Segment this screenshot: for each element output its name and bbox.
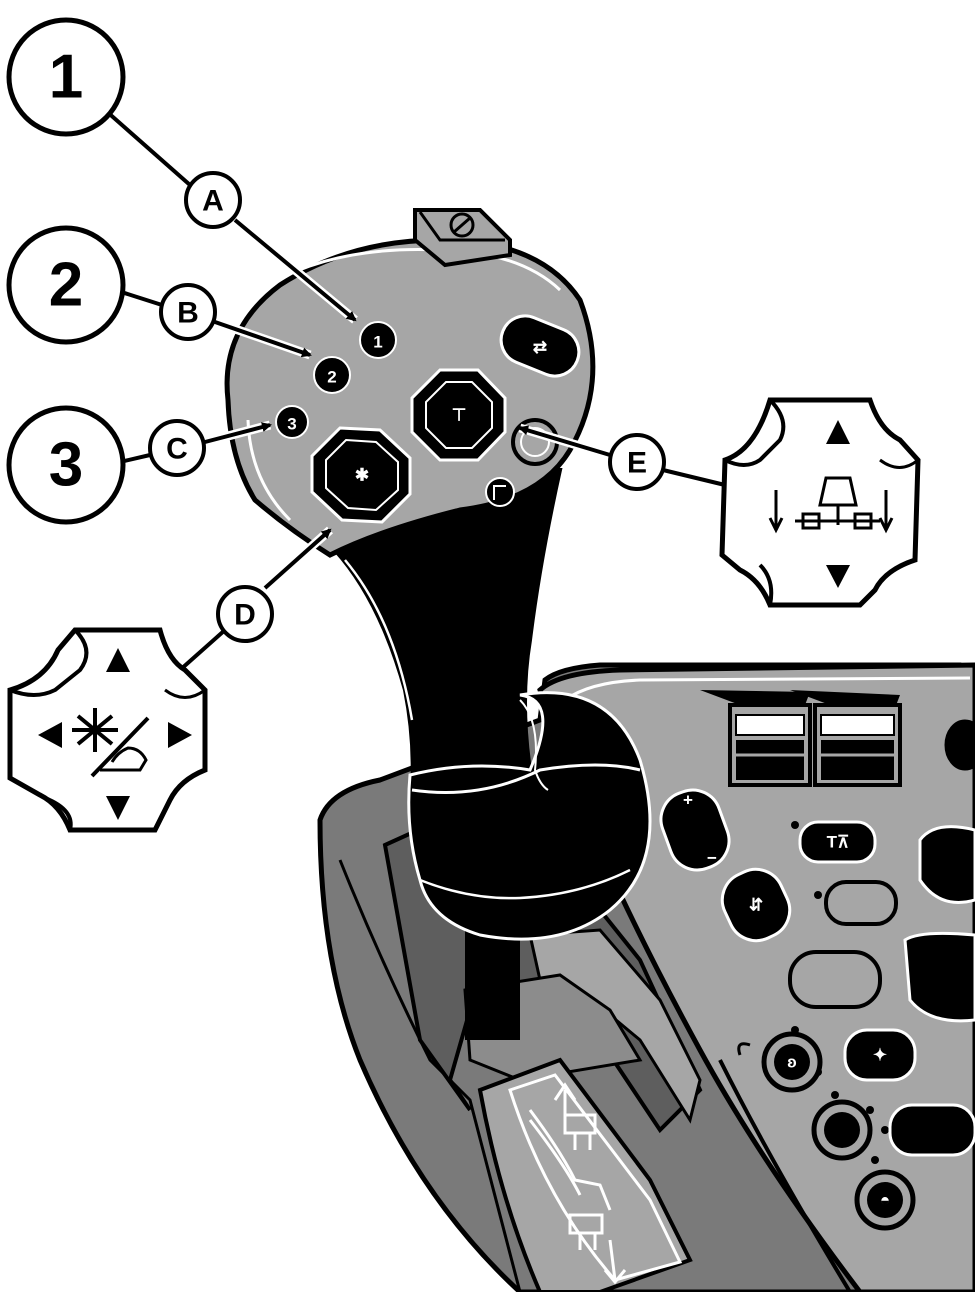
joystick-button-1[interactable]: 1 xyxy=(359,321,397,359)
callout-1: 1 xyxy=(6,17,126,137)
svg-text:1: 1 xyxy=(49,43,83,112)
turtle-button[interactable]: ◓ xyxy=(854,1169,916,1231)
callout-3: 3 xyxy=(6,405,126,525)
svg-text:⇵: ⇵ xyxy=(749,896,763,915)
callout-2: 2 xyxy=(6,225,126,345)
joystick-oval-button[interactable]: ⇄ xyxy=(494,309,586,383)
raise-lower-rate-button[interactable]: + − xyxy=(653,782,737,878)
blank-oval-button-2[interactable] xyxy=(788,950,882,1009)
medium-speed-button-2[interactable] xyxy=(888,1103,975,1157)
implement-raise-lower-icon-detail xyxy=(72,708,150,778)
svg-text:⇄: ⇄ xyxy=(533,338,547,357)
tractor-hitch-icon-detail xyxy=(768,476,894,534)
joystick-top-cap xyxy=(413,208,512,268)
joystick-head: 1 2 3 ⇄ ⊤ ✱ xyxy=(224,208,596,558)
rabbit-button[interactable]: ʚ xyxy=(761,1031,823,1093)
rabbit-icon: ʚ xyxy=(787,1053,797,1072)
svg-text:E: E xyxy=(627,447,647,480)
medium-speed-button[interactable] xyxy=(811,1099,873,1161)
svg-text:B: B xyxy=(177,297,199,330)
callout-A: A xyxy=(184,171,242,229)
hitch-mode-button[interactable]: ⇵ xyxy=(713,860,799,950)
svg-text:3: 3 xyxy=(49,431,83,500)
svg-text:2: 2 xyxy=(49,251,83,320)
rocker-switch-right[interactable] xyxy=(790,690,902,787)
tractor-hitch-button[interactable] xyxy=(798,820,877,864)
gate-decal xyxy=(528,1082,627,1285)
rocker-switch-left[interactable] xyxy=(700,690,812,787)
joystick-button-3[interactable]: 3 xyxy=(275,405,309,439)
tractor-hitch-icon: T⊼ xyxy=(827,833,850,852)
detail-knob-E xyxy=(719,397,921,608)
svg-text:✦: ✦ xyxy=(873,1046,887,1065)
svg-text:A: A xyxy=(202,185,224,218)
joystick-round-button[interactable] xyxy=(511,418,559,466)
detail-knob-D xyxy=(7,627,208,833)
callout-E: E xyxy=(608,433,666,491)
implement-switch[interactable]: ✱ xyxy=(310,426,412,524)
panel-edge-button[interactable] xyxy=(944,719,975,771)
implement-raise-lower-icon: ✱ xyxy=(355,466,369,485)
hitch-updown-icon: ⊤ xyxy=(452,406,467,425)
svg-text:C: C xyxy=(166,433,188,466)
svg-text:D: D xyxy=(234,599,256,632)
svg-text:+: + xyxy=(683,791,693,810)
blank-oval-button-1[interactable] xyxy=(824,880,898,926)
rabbit-button-2[interactable]: ✦ xyxy=(843,1028,917,1082)
hitch-switch[interactable]: ⊤ xyxy=(410,368,507,462)
callout-B: B xyxy=(159,283,217,341)
turtle-icon: ◓ xyxy=(880,1191,890,1210)
panel-right-button-2[interactable] xyxy=(903,931,975,1023)
svg-text:−: − xyxy=(707,849,717,868)
joystick-small-lever[interactable] xyxy=(485,477,515,507)
panel-right-button-1[interactable] xyxy=(918,825,975,904)
svg-text:3: 3 xyxy=(287,415,296,434)
svg-text:2: 2 xyxy=(327,368,336,387)
callout-C: C xyxy=(148,419,206,477)
leader-lines xyxy=(103,108,726,672)
joystick-button-2[interactable]: 2 xyxy=(313,356,351,394)
svg-text:1: 1 xyxy=(373,333,382,352)
callout-D: D xyxy=(216,585,274,643)
